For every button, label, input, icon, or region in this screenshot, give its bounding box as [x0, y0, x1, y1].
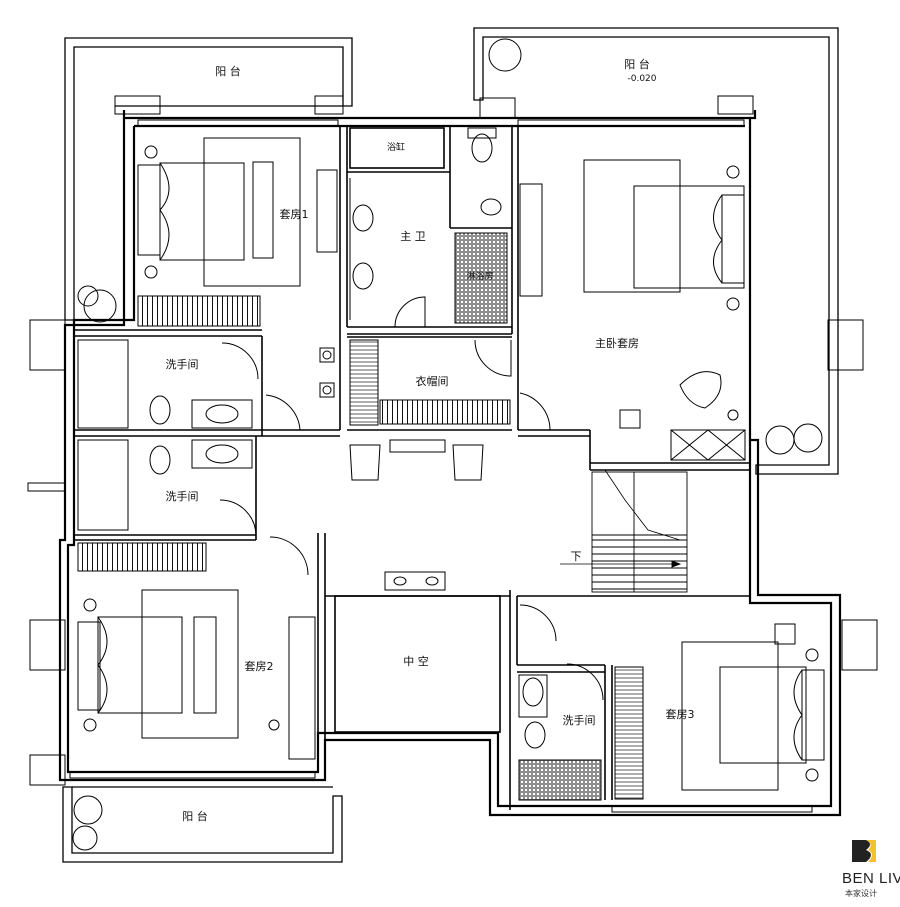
balcony-bottom — [62, 786, 343, 863]
logo-accent-icon — [866, 840, 876, 862]
label-balcony-bottom: 阳 台 — [182, 809, 208, 823]
interior-walls — [74, 126, 750, 810]
staircase — [560, 469, 688, 593]
logo-sub: 本家设计 — [845, 888, 877, 898]
label-atrium: 中 空 — [403, 654, 429, 668]
label-washroom-a: 洗手间 — [166, 357, 199, 371]
label-bathtub: 浴缸 — [387, 141, 405, 153]
label-washroom-b: 洗手间 — [166, 489, 199, 503]
label-suite1: 套房1 — [280, 208, 309, 221]
label-suite3: 套房3 — [666, 708, 695, 721]
logo-name: BEN LIVING — [842, 870, 900, 887]
master-bath-fixtures — [349, 127, 508, 328]
balcony-top-right — [473, 27, 839, 475]
suite2-furniture — [77, 542, 316, 760]
label-shower: 淋浴房 — [466, 270, 493, 282]
corridor-furniture — [269, 439, 484, 591]
washroom-fixtures — [77, 339, 301, 537]
label-balcony-elevation: -0.020 — [627, 74, 656, 84]
suite1-furniture — [137, 137, 338, 398]
windows — [27, 95, 878, 813]
plants — [72, 38, 823, 851]
logo-mark-icon — [852, 840, 871, 862]
label-balcony-top-left: 阳 台 — [215, 64, 241, 78]
suite3-furniture — [518, 604, 825, 801]
label-cloakroom: 衣帽间 — [416, 374, 449, 388]
label-suite2: 套房2 — [245, 660, 274, 673]
cloakroom-racks — [349, 339, 512, 426]
label-balcony-top-right: 阳 台 — [624, 57, 650, 71]
label-master-suite: 主卧套房 — [595, 337, 639, 350]
brand-logo: BEN LIVING 本家设计 — [842, 838, 900, 898]
label-stair-down: 下 — [571, 550, 582, 563]
balcony-top-left — [64, 37, 353, 321]
label-washroom-c: 洗手间 — [563, 713, 596, 727]
master-furniture — [519, 159, 746, 461]
label-master-bath: 主 卫 — [400, 230, 426, 243]
